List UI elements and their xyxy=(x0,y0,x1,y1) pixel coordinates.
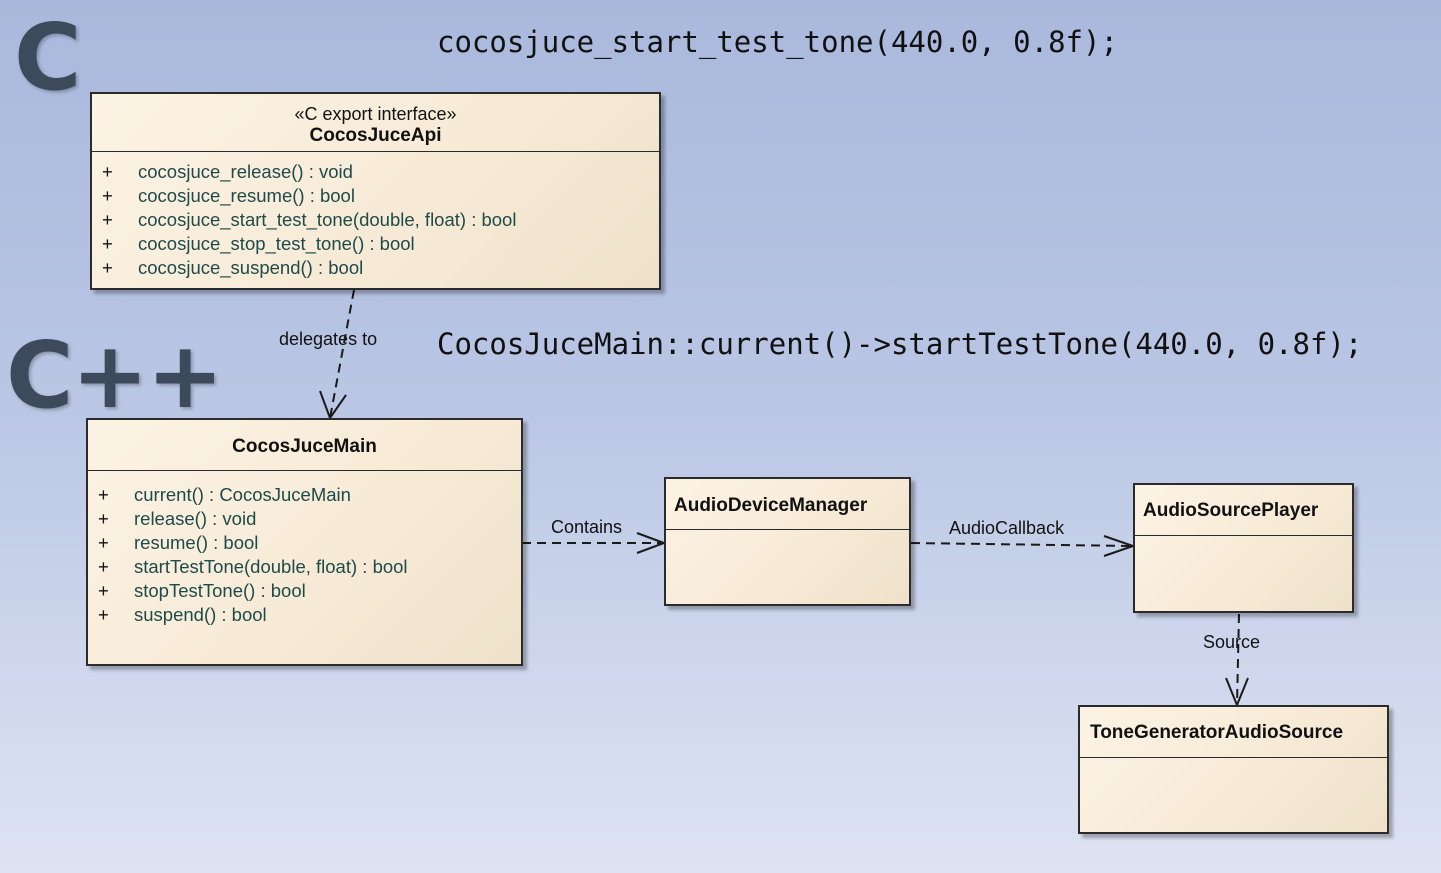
visibility-marker: + xyxy=(102,257,113,278)
visibility-marker: + xyxy=(102,233,113,254)
class-operations: + cocosjuce_release() : void + cocosjuce… xyxy=(92,152,659,280)
operation-item: + startTestTone(double, float) : bool xyxy=(88,555,521,579)
cpp-language-label: C++ xyxy=(6,322,224,429)
operation-signature: cocosjuce_suspend() : bool xyxy=(138,257,364,278)
operation-signature: resume() : bool xyxy=(134,532,259,553)
class-header: CocosJuceMain xyxy=(88,420,521,471)
visibility-marker: + xyxy=(98,604,109,625)
callback-edge-label: AudioCallback xyxy=(949,518,1065,538)
delegates-edge-label: delegates to xyxy=(279,329,378,349)
visibility-marker: + xyxy=(102,185,113,206)
class-header: AudioDeviceManager xyxy=(666,479,909,530)
operation-item: + release() : void xyxy=(88,507,521,531)
operation-signature: cocosjuce_start_test_tone(double, float)… xyxy=(138,209,517,230)
delegates-arrowhead xyxy=(319,390,347,421)
class-stereotype: «C export interface» xyxy=(294,104,457,124)
operation-item: + cocosjuce_suspend() : bool xyxy=(92,256,659,280)
operation-signature: cocosjuce_resume() : bool xyxy=(138,185,355,206)
class-name: AudioDeviceManager xyxy=(674,495,868,516)
operation-signature: cocosjuce_stop_test_tone() : bool xyxy=(138,233,415,254)
operation-signature: current() : CocosJuceMain xyxy=(134,484,351,505)
visibility-marker: + xyxy=(98,484,109,505)
contains-edge-label: Contains xyxy=(551,517,623,537)
delegates-edge-line xyxy=(329,289,355,419)
operation-signature: cocosjuce_release() : void xyxy=(138,161,353,182)
visibility-marker: + xyxy=(98,508,109,529)
operation-signature: startTestTone(double, float) : bool xyxy=(134,556,408,577)
operation-item: + current() : CocosJuceMain xyxy=(88,483,521,507)
source-edge-label: Source xyxy=(1203,632,1261,652)
class-name: CocosJuceApi xyxy=(309,125,442,146)
operation-signature: stopTestTone() : bool xyxy=(134,580,306,601)
class-operations: + current() : CocosJuceMain + release() … xyxy=(88,471,521,627)
operation-item: + cocosjuce_release() : void xyxy=(92,160,659,184)
class-header: ToneGeneratorAudioSource xyxy=(1080,707,1387,758)
class-name: ToneGeneratorAudioSource xyxy=(1090,722,1344,743)
class-name: CocosJuceMain xyxy=(232,436,377,457)
operation-item: + cocosjuce_start_test_tone(double, floa… xyxy=(92,208,659,232)
class-header: AudioSourcePlayer xyxy=(1135,485,1352,536)
visibility-marker: + xyxy=(102,161,113,182)
class-cocosjuceapi[interactable]: «C export interface» CocosJuceApi + coco… xyxy=(90,92,661,290)
class-cocosjucemain[interactable]: CocosJuceMain + current() : CocosJuceMai… xyxy=(86,418,523,666)
class-audiosourceplayer[interactable]: AudioSourcePlayer xyxy=(1133,483,1354,613)
visibility-marker: + xyxy=(102,209,113,230)
cpp-code-snippet: CocosJuceMain::current()->startTestTone(… xyxy=(437,327,1363,361)
visibility-marker: + xyxy=(98,532,109,553)
operation-item: + resume() : bool xyxy=(88,531,521,555)
operation-signature: suspend() : bool xyxy=(134,604,267,625)
source-edge-line xyxy=(1236,613,1240,706)
c-language-label: C xyxy=(14,4,82,111)
c-code-snippet: cocosjuce_start_test_tone(440.0, 0.8f); xyxy=(437,25,1118,59)
callback-edge-line xyxy=(910,542,1134,547)
class-header: «C export interface» CocosJuceApi xyxy=(92,94,659,152)
class-tonegeneratoraudiosource[interactable]: ToneGeneratorAudioSource xyxy=(1078,705,1389,834)
visibility-marker: + xyxy=(98,580,109,601)
class-audiodevicemanager[interactable]: AudioDeviceManager xyxy=(664,477,911,606)
operation-item: + stopTestTone() : bool xyxy=(88,579,521,603)
class-name: AudioSourcePlayer xyxy=(1143,500,1319,521)
visibility-marker: + xyxy=(98,556,109,577)
operation-item: + cocosjuce_stop_test_tone() : bool xyxy=(92,232,659,256)
operation-signature: release() : void xyxy=(134,508,257,529)
operation-item: + cocosjuce_resume() : bool xyxy=(92,184,659,208)
operation-item: + suspend() : bool xyxy=(88,603,521,627)
